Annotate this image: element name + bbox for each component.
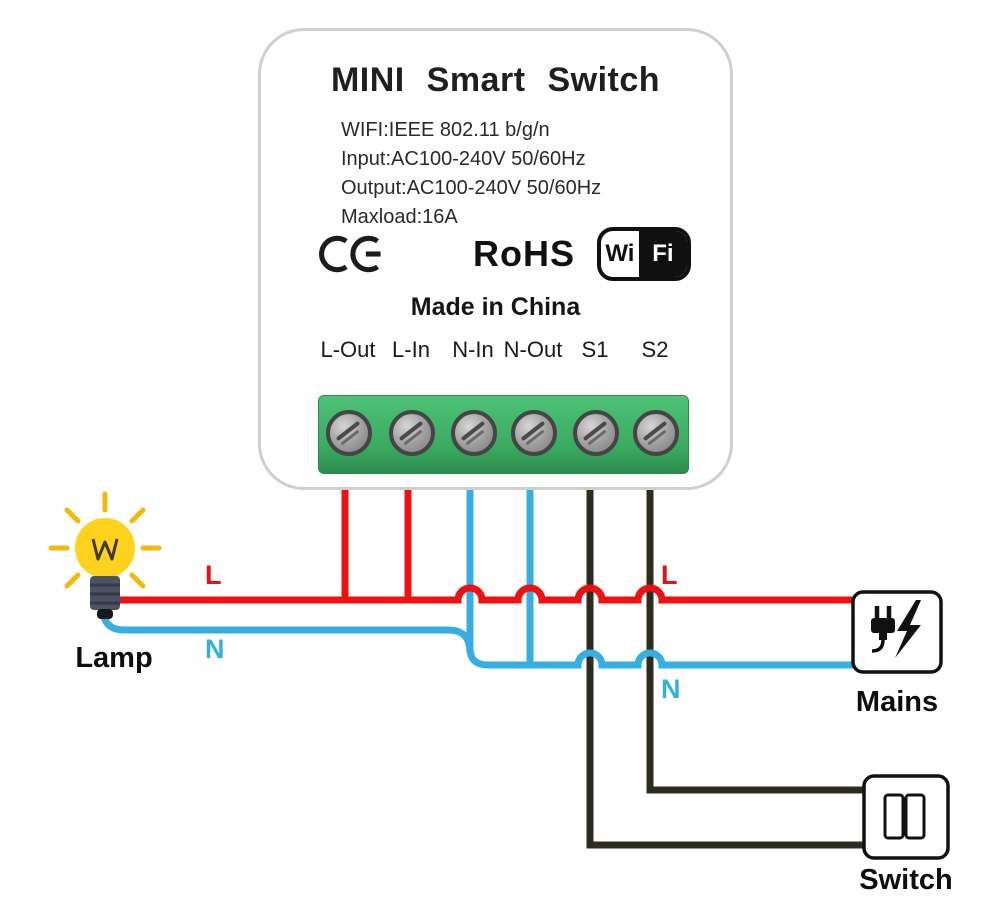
wifi-logo-icon: Wi Fi	[597, 227, 691, 281]
s2-wire	[646, 460, 870, 794]
terminal-block	[318, 395, 689, 474]
device-title: MINI Smart Switch	[330, 61, 661, 99]
lightning-bolt-glyph	[895, 600, 921, 658]
bulb-base-ridges	[90, 583, 120, 605]
neutral-wires	[99, 460, 858, 669]
ce-mark-icon	[319, 235, 381, 273]
live-bus-wire	[112, 584, 858, 604]
switch-wires	[586, 460, 870, 849]
mains-box	[851, 590, 943, 674]
rocker-right	[904, 793, 926, 840]
neutral-label-left: N	[205, 634, 225, 664]
n-in-wire	[466, 460, 858, 669]
switch-label: Switch	[859, 864, 953, 896]
mains-label: Mains	[855, 686, 939, 718]
live-label-left: L	[205, 560, 222, 590]
terminal-label-s2: S2	[641, 337, 669, 362]
terminal-screw-n-out	[511, 410, 557, 456]
wall-switch-icon	[862, 774, 950, 860]
spec-wifi: WIFI:IEEE 802.11 b/g/n	[341, 119, 550, 141]
spec-maxload: Maxload:16A	[341, 206, 458, 228]
bulb-glass	[75, 518, 135, 578]
terminal-label-l-in: L-In	[392, 337, 430, 362]
neutral-label-right: N	[661, 674, 681, 704]
spec-input: Input:AC100-240V 50/60Hz	[341, 148, 586, 170]
terminal-screw-s2	[633, 410, 679, 456]
lamp-icon	[48, 491, 162, 619]
wifi-logo-wi: Wi	[605, 240, 635, 267]
wifi-logo-fi: Fi	[638, 231, 687, 277]
terminal-label-l-out: L-Out	[320, 337, 376, 362]
terminal-label-s1: S1	[581, 337, 609, 362]
terminal-screw-s1	[573, 410, 619, 456]
device-specs: WIFI:IEEE 802.11 b/g/n Input:AC100-240V …	[341, 116, 601, 232]
mains-icon	[851, 590, 943, 674]
rocker-left	[883, 793, 905, 840]
bulb-filament	[91, 538, 119, 561]
lamp-rays	[48, 491, 162, 589]
terminal-screw-l-in	[389, 410, 435, 456]
bulb-tip	[97, 609, 113, 619]
spec-output: Output:AC100-240V 50/60Hz	[341, 177, 602, 199]
terminal-label-n-in: N-In	[452, 337, 494, 362]
plug-glyph	[871, 606, 895, 653]
live-label-right: L	[661, 560, 678, 590]
terminal-label-n-out: N-Out	[503, 337, 563, 362]
terminal-screw-l-out	[326, 410, 372, 456]
made-in-label: Made in China	[410, 293, 581, 321]
rohs-mark: RoHS	[473, 233, 575, 274]
lamp-label: Lamp	[75, 642, 153, 674]
terminal-screw-n-in	[451, 410, 497, 456]
smart-switch-device: MINI Smart Switch WIFI:IEEE 802.11 b/g/n…	[258, 28, 733, 490]
